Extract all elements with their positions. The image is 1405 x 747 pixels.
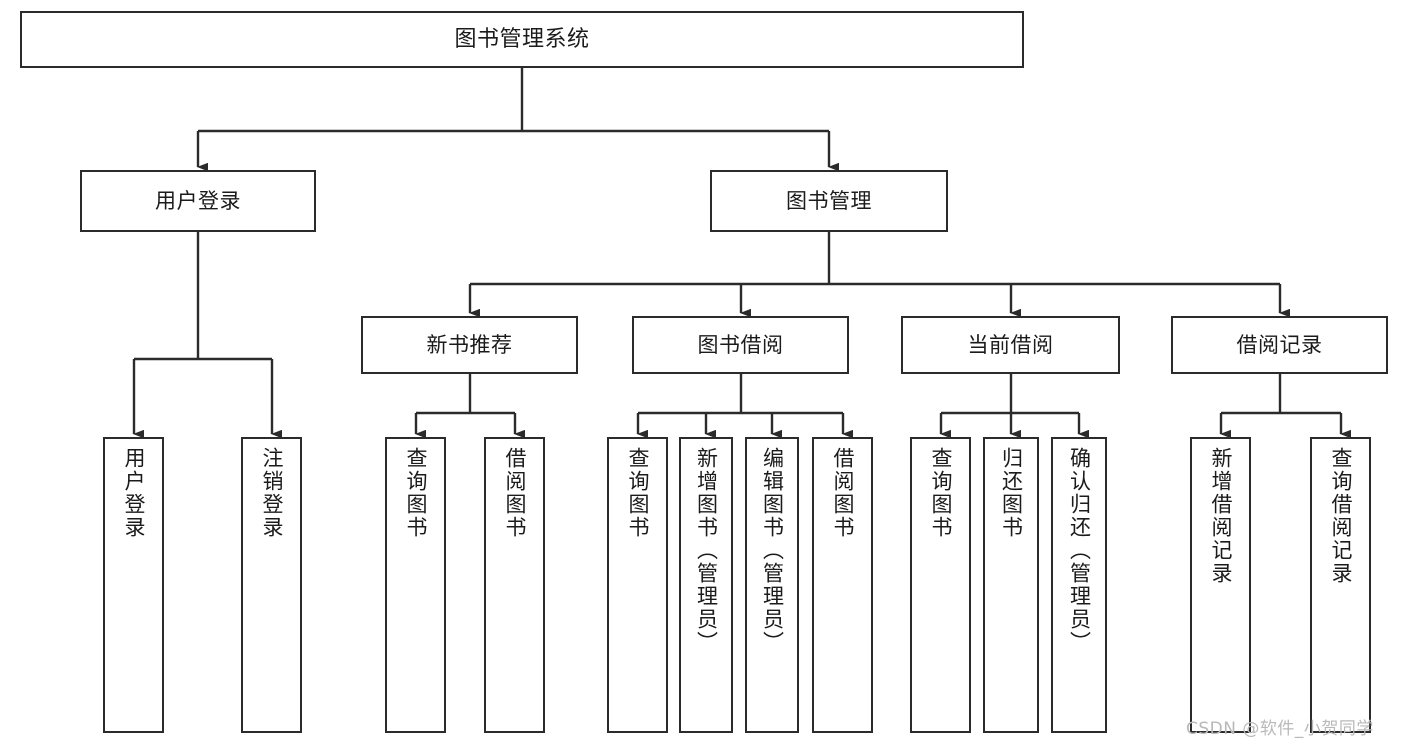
- node-label: 用户登录: [122, 447, 146, 539]
- node-leaf-borrow-book-1[interactable]: 借阅图书: [484, 437, 545, 733]
- node-leaf-borrow-book-2[interactable]: 借阅图书: [812, 437, 873, 733]
- node-leaf-add-borrow-record[interactable]: 新增借阅记录: [1190, 437, 1251, 733]
- watermark-text: CSDN @软件_小贺同学: [1186, 719, 1374, 739]
- node-leaf-confirm-return[interactable]: 确认归还（管理员）: [1051, 437, 1107, 733]
- node-user-login[interactable]: 用户登录: [80, 170, 316, 232]
- node-book-borrow[interactable]: 图书借阅: [632, 316, 849, 374]
- node-leaf-query-book-2[interactable]: 查询图书: [607, 437, 668, 733]
- node-label: 查询图书: [404, 447, 428, 539]
- node-label: 查询借阅记录: [1329, 447, 1353, 585]
- node-current-borrow[interactable]: 当前借阅: [901, 316, 1120, 374]
- node-label: 新书推荐: [426, 332, 513, 357]
- node-leaf-user-logout[interactable]: 注销登录: [241, 437, 302, 733]
- node-leaf-query-book-3[interactable]: 查询图书: [910, 437, 971, 733]
- node-leaf-edit-book[interactable]: 编辑图书（管理员）: [745, 437, 799, 733]
- node-label: 借阅记录: [1236, 332, 1323, 357]
- node-label: 借阅图书: [503, 447, 527, 539]
- node-label: 图书借阅: [697, 332, 784, 357]
- node-label: 查询图书: [626, 447, 650, 539]
- node-root-book-management-system[interactable]: 图书管理系统: [20, 11, 1024, 68]
- node-leaf-query-book-1[interactable]: 查询图书: [385, 437, 446, 733]
- node-label: 编辑图书（管理员）: [760, 447, 785, 654]
- node-label: 确认归还（管理员）: [1067, 447, 1092, 654]
- node-label: 注销登录: [260, 447, 284, 539]
- node-label: 用户登录: [155, 188, 241, 213]
- node-label: 图书管理: [786, 188, 872, 213]
- node-leaf-add-book[interactable]: 新增图书（管理员）: [679, 437, 733, 733]
- node-leaf-return-book[interactable]: 归还图书: [983, 437, 1039, 733]
- node-label: 当前借阅: [967, 332, 1054, 357]
- node-leaf-query-borrow-record[interactable]: 查询借阅记录: [1310, 437, 1371, 733]
- node-label: 图书管理系统: [454, 26, 590, 52]
- node-label: 新增借阅记录: [1209, 447, 1233, 585]
- node-book-manage[interactable]: 图书管理: [710, 170, 948, 232]
- node-label: 查询图书: [929, 447, 953, 539]
- node-label: 归还图书: [999, 447, 1024, 539]
- node-label: 新增图书（管理员）: [694, 447, 719, 654]
- node-leaf-user-login[interactable]: 用户登录: [103, 437, 164, 733]
- node-label: 借阅图书: [831, 447, 855, 539]
- node-borrow-record[interactable]: 借阅记录: [1171, 316, 1388, 374]
- node-new-book-recommend[interactable]: 新书推荐: [361, 316, 578, 374]
